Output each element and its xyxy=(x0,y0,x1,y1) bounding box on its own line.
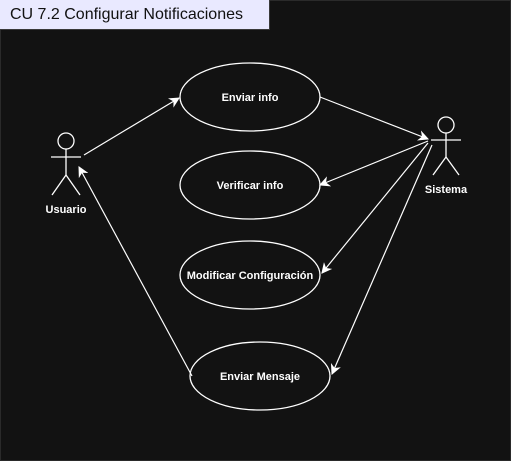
use-case-enviar-mensaje-label: Enviar Mensaje xyxy=(220,371,300,383)
association-usuario-to-enviar-info xyxy=(83,97,180,156)
actor-usuario-leg-left xyxy=(51,174,67,196)
actor-sistema-leg-right xyxy=(445,156,460,176)
actor-sistema-leg-left xyxy=(432,156,447,176)
use-case-modificar-configuracion-shape xyxy=(179,240,321,310)
actor-usuario[interactable]: Usuario xyxy=(46,132,87,216)
use-case-verificar-info[interactable]: Verificar info xyxy=(179,150,321,220)
association-sistema-to-modificar-configuracion xyxy=(321,142,429,274)
use-case-enviar-info-label: Enviar info xyxy=(222,92,279,104)
association-enviar-mensaje-to-usuario xyxy=(78,166,193,377)
actor-usuario-head xyxy=(57,132,75,150)
association-enviar-info-to-sistema xyxy=(319,96,430,141)
actor-sistema-head xyxy=(437,116,455,134)
actor-usuario-leg-right xyxy=(65,174,81,196)
association-sistema-to-verificar-info xyxy=(318,140,429,187)
actor-sistema-label: Sistema xyxy=(425,184,468,196)
actor-usuario-label: Usuario xyxy=(46,204,87,216)
diagram-title-box: CU 7.2 Configurar Notificaciones xyxy=(0,0,270,30)
use-case-enviar-info[interactable]: Enviar info xyxy=(179,62,321,132)
association-sistema-to-enviar-mensaje xyxy=(330,144,433,375)
actor-sistema[interactable]: Sistema xyxy=(425,116,468,196)
use-case-modificar-configuracion[interactable]: Modificar Configuración xyxy=(179,240,321,310)
use-case-enviar-mensaje[interactable]: Enviar Mensaje xyxy=(189,341,331,411)
use-case-enviar-mensaje-shape xyxy=(189,341,331,411)
use-case-verificar-info-label: Verificar info xyxy=(217,180,284,192)
use-case-modificar-configuracion-label: Modificar Configuración xyxy=(187,270,314,282)
diagram-title: CU 7.2 Configurar Notificaciones xyxy=(10,6,243,23)
